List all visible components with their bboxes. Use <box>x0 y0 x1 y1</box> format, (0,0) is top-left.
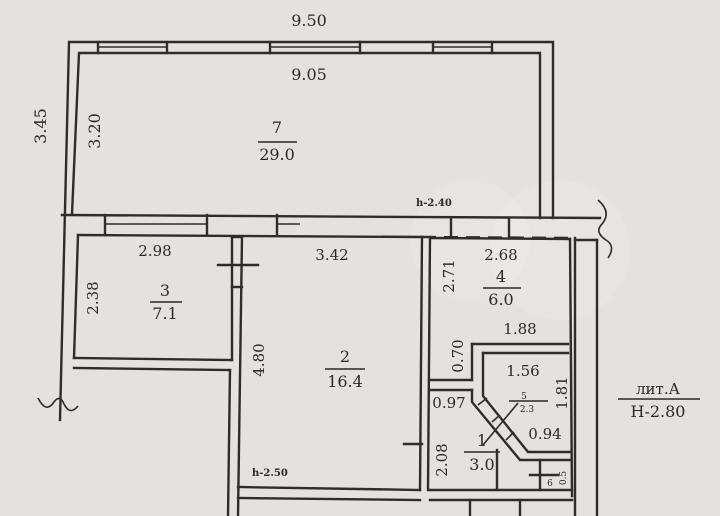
legend: лит.А Н-2.80 <box>618 380 700 421</box>
room-2-area: 16.4 <box>327 372 363 391</box>
overall-outer-depth: 3.45 <box>31 108 50 144</box>
legend-letter: лит.А <box>636 380 681 398</box>
room-4-lower-width: 1.88 <box>503 320 536 338</box>
room-3-walls <box>72 233 260 516</box>
overall-inner-depth: 3.20 <box>85 113 104 149</box>
room-2-number: 2 <box>340 347 350 366</box>
room-4-number: 4 <box>496 267 506 286</box>
room-7-area: 29.0 <box>259 145 295 164</box>
overall-outer-width: 9.50 <box>291 11 327 30</box>
room-6-number: 6 <box>547 479 553 489</box>
room-3-depth: 2.38 <box>84 281 102 314</box>
room-1-width: 0.97 <box>432 394 465 412</box>
room-7-number: 7 <box>272 118 282 137</box>
room-4-width: 2.68 <box>484 246 517 264</box>
room-3-width: 2.98 <box>138 242 171 260</box>
room-7-walls <box>58 40 555 422</box>
room-2-width: 3.42 <box>315 246 348 264</box>
room-4-depth: 2.71 <box>440 259 458 292</box>
room-3-area: 7.1 <box>152 304 177 323</box>
room-5-number: 5 <box>521 392 527 402</box>
room-6-dim: 0.5 <box>559 471 569 486</box>
balcony-height-mark: h-2.40 <box>416 198 452 209</box>
room-5-depth: 1.81 <box>553 376 571 409</box>
watermark <box>410 180 630 320</box>
room-4-area: 6.0 <box>488 290 513 309</box>
room-2-height-mark: h-2.50 <box>252 468 288 479</box>
room-1-area: 3.0 <box>469 455 494 474</box>
room-5-area: 2.3 <box>520 405 535 415</box>
room-5-walls <box>428 351 574 516</box>
room-3-number: 3 <box>160 281 170 300</box>
room-4-walls <box>428 236 574 498</box>
overall-inner-width: 9.05 <box>291 65 327 84</box>
room-2-walls <box>236 235 432 502</box>
room-2-depth: 4.80 <box>250 343 268 376</box>
room-5-width: 1.56 <box>506 362 539 380</box>
room-1-depth: 2.08 <box>433 443 451 476</box>
room-5-diagonal: 0.94 <box>528 425 561 443</box>
room-1-upper-dim: 0.70 <box>449 339 467 372</box>
legend-height: Н-2.80 <box>631 402 686 421</box>
room-1-number: 1 <box>477 431 487 450</box>
